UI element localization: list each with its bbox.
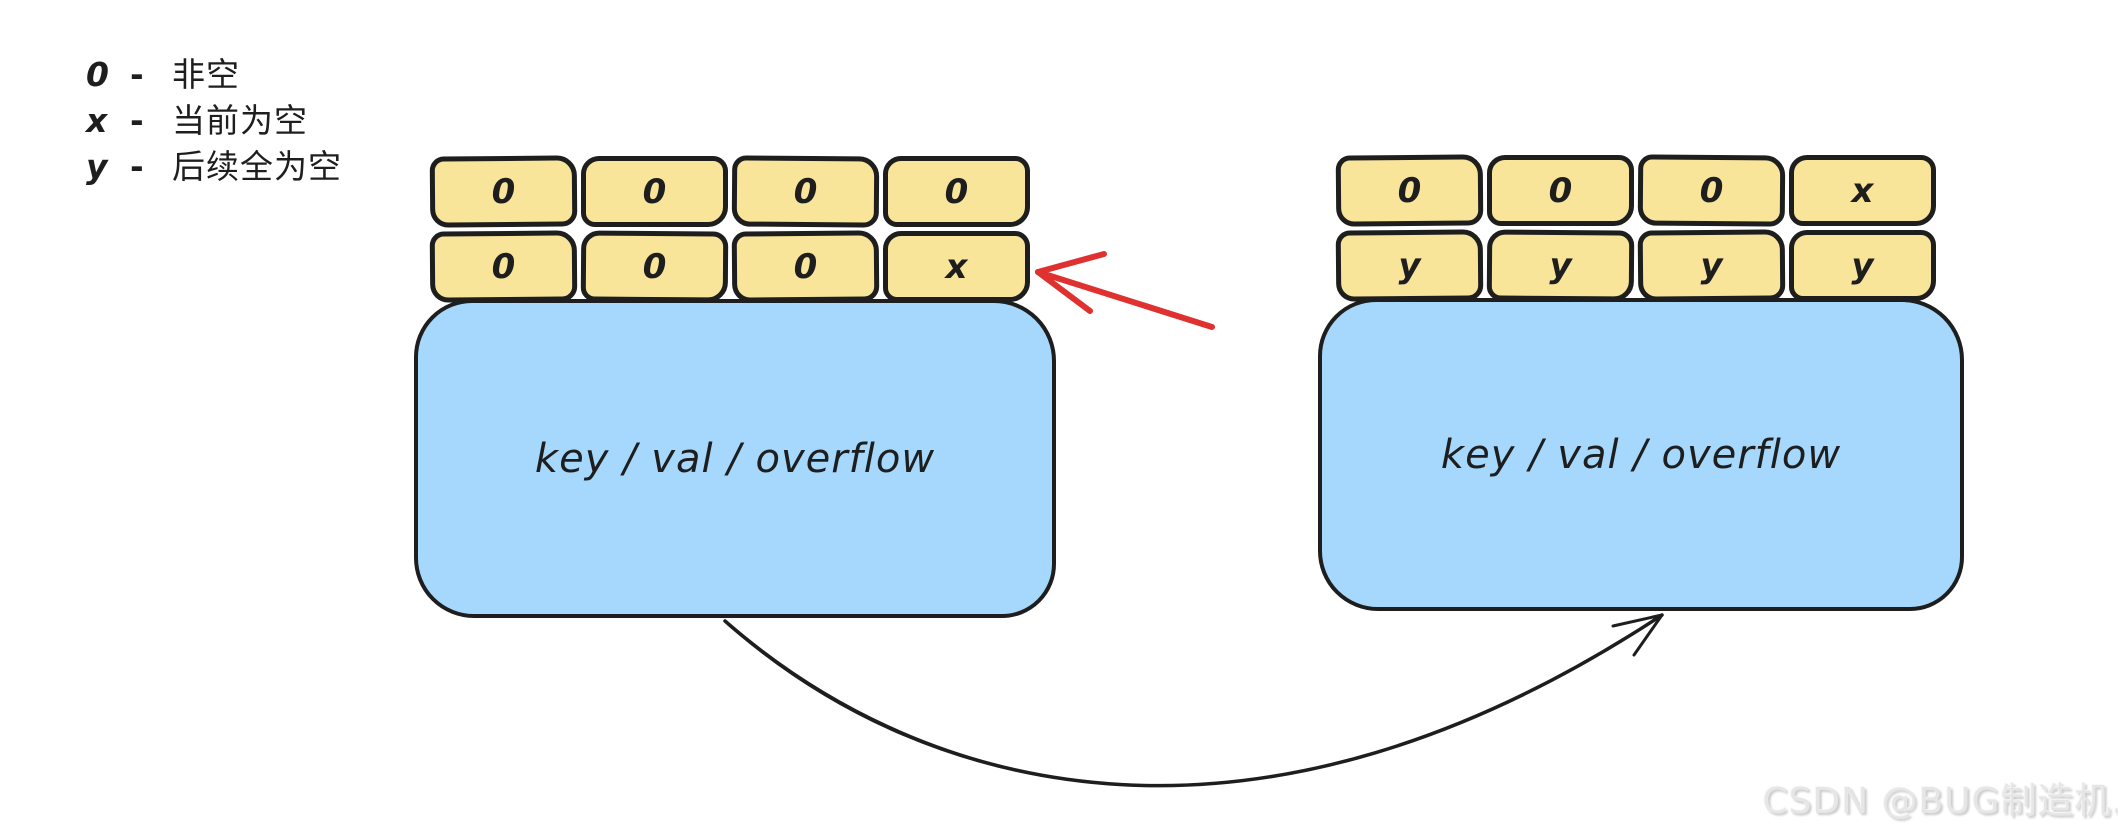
legend-separator: - — [130, 101, 145, 140]
legend-symbol: 0 — [86, 55, 110, 94]
bucket-old: 0 0 0 0 0 0 0 x key / val / overflow — [414, 155, 1056, 618]
tophash-cell: 0 — [731, 155, 880, 228]
tophash-cell-empty-rest: y — [1637, 229, 1786, 302]
tophash-cell-empty-rest: y — [1789, 230, 1936, 301]
legend-row-nonempty: 0 - 非空 — [86, 52, 342, 98]
tophash-cell: 0 — [429, 155, 578, 228]
tophash-grid-overflow: 0 0 0 x y y y y — [1335, 154, 1964, 302]
watermark: CSDN @BUG制造机. — [1762, 781, 2118, 822]
legend-label: 后续全为空 — [172, 147, 342, 186]
tophash-cell: 0 — [580, 230, 729, 303]
legend-symbol: x — [86, 101, 109, 140]
tophash-cell: 0 — [429, 230, 578, 303]
tophash-cell-empty-one: x — [883, 231, 1030, 302]
bucket-body-old: key / val / overflow — [414, 299, 1056, 618]
legend-label: 非空 — [172, 55, 240, 94]
tophash-cell: 0 — [883, 156, 1030, 227]
legend-separator: - — [130, 55, 145, 94]
bucket-body-label: key / val / overflow — [1440, 431, 1842, 478]
legend-symbol: y — [86, 147, 109, 186]
tophash-cell-empty-rest: y — [1486, 229, 1635, 302]
red-pointer-arrow — [1035, 251, 1215, 330]
bucket-body-overflow: key / val / overflow — [1318, 298, 1964, 611]
tophash-cell-empty-rest: y — [1335, 229, 1484, 302]
tophash-cell: 0 — [731, 230, 880, 303]
tophash-cell: 0 — [1487, 155, 1634, 226]
legend: 0 - 非空 x - 当前为空 y - 后续全为空 — [86, 52, 342, 190]
legend-label: 当前为空 — [172, 101, 308, 140]
bucket-overflow: 0 0 0 x y y y y key / val / overflow — [1318, 154, 1964, 611]
tophash-cell: 0 — [581, 156, 728, 227]
legend-separator: - — [130, 147, 145, 186]
tophash-cell-empty-one: x — [1789, 155, 1936, 226]
legend-row-empty-rest: y - 后续全为空 — [86, 144, 342, 190]
tophash-grid-old: 0 0 0 0 0 0 0 x — [429, 155, 1056, 303]
bucket-body-label: key / val / overflow — [534, 435, 936, 482]
legend-row-empty-one: x - 当前为空 — [86, 98, 342, 144]
tophash-cell: 0 — [1335, 154, 1484, 227]
overflow-arrow — [723, 613, 1664, 788]
tophash-cell: 0 — [1637, 154, 1786, 227]
